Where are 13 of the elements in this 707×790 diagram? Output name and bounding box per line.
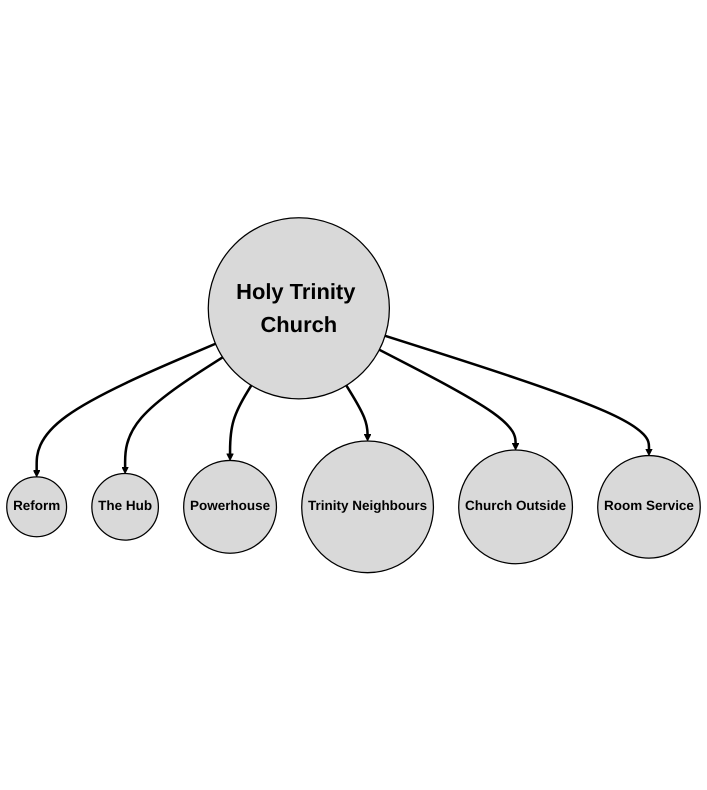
arrow xyxy=(32,342,216,478)
node-circle: Room Service xyxy=(597,454,701,559)
arrow xyxy=(121,356,224,474)
node-circle: Holy Trinity Church xyxy=(208,216,390,400)
node-circle: Powerhouse xyxy=(183,460,278,554)
arrow xyxy=(378,348,520,450)
arrow xyxy=(345,384,372,442)
node-circle: Reform xyxy=(6,476,68,538)
node-circle: The Hub xyxy=(91,472,160,541)
arrow xyxy=(384,334,653,456)
node-circle: Trinity Neighbours xyxy=(301,440,434,574)
node-circle: Church Outside xyxy=(458,449,574,564)
arrow xyxy=(226,384,252,461)
